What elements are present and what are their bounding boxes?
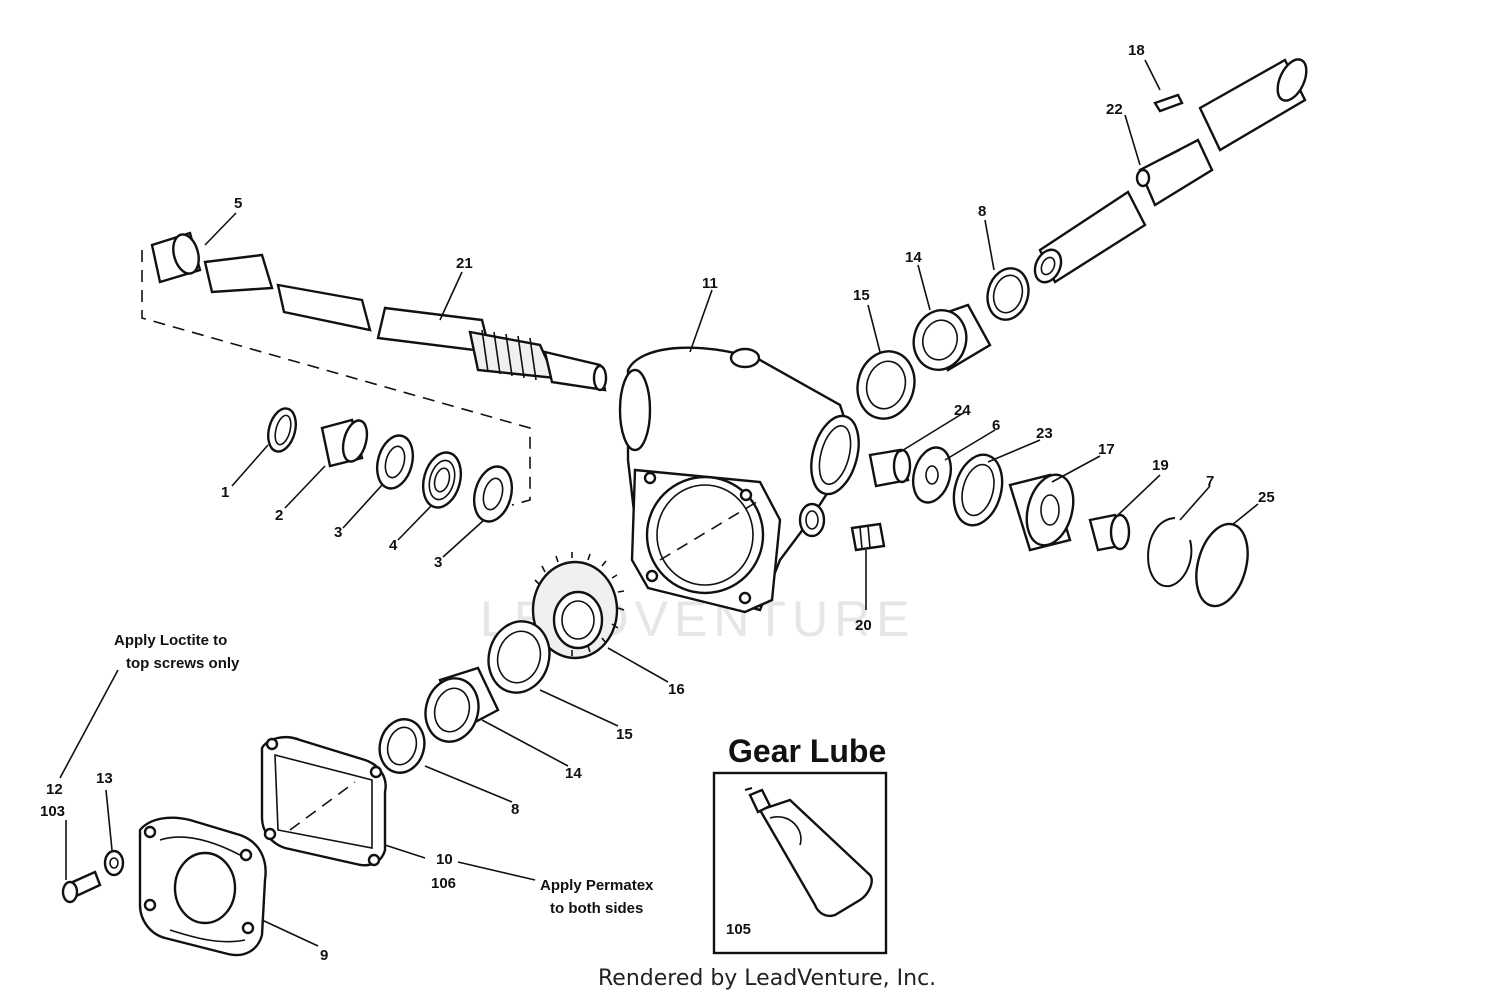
- part-14-bearing-lower: [424, 666, 500, 743]
- part-6-washer: [911, 446, 953, 504]
- part-14-bearing-upper: [912, 303, 992, 372]
- part-16-gear: [531, 552, 625, 660]
- part-5-bushing: [150, 231, 202, 284]
- callout-17: 17: [1098, 441, 1115, 458]
- part-12-screw: [61, 870, 102, 904]
- part-15-washer-upper: [856, 350, 916, 420]
- callout-24: 24: [954, 402, 971, 419]
- part-3-washer-lower: [472, 465, 514, 523]
- part-11-gear-housing: [618, 346, 860, 614]
- part-9-cover-plate: [138, 816, 267, 957]
- callout-labels: 5 21 11 15 14 8 18 22 1 2 3 4 3 24 6 23 …: [40, 42, 1275, 964]
- callout-16: 16: [668, 681, 685, 698]
- gear-lube-part-number: 105: [726, 921, 751, 938]
- callout-19: 19: [1152, 457, 1169, 474]
- callout-3-upper: 3: [334, 524, 342, 541]
- callout-106: 106: [431, 875, 456, 892]
- part-13-washer: [103, 849, 125, 877]
- part-8-seal-upper: [986, 267, 1030, 321]
- callout-8-upper: 8: [978, 203, 986, 220]
- callout-15-lower: 15: [616, 726, 633, 743]
- callout-7: 7: [1206, 473, 1214, 490]
- part-10-gasket: [260, 736, 387, 867]
- part-1-seal: [267, 407, 297, 453]
- part-17-hub: [1008, 473, 1075, 552]
- gear-lube-panel: Gear Lube 105: [712, 733, 888, 955]
- part-3-washer-upper: [375, 434, 415, 490]
- part-22-key-shaft: [1135, 138, 1214, 207]
- gear-lube-title: Gear Lube: [728, 733, 886, 769]
- callout-21: 21: [456, 255, 473, 272]
- part-25-o-ring: [1195, 522, 1249, 608]
- callout-20: 20: [855, 617, 872, 634]
- part-21-worm-gear: [468, 329, 608, 392]
- callout-9: 9: [320, 947, 328, 964]
- callout-2: 2: [275, 507, 283, 524]
- part-2-bearing: [320, 418, 369, 468]
- loctite-note-line2: top screws only: [126, 655, 240, 672]
- part-7-snap-ring: [1147, 517, 1193, 588]
- part-8-seal-lower: [378, 718, 426, 774]
- part-24-bushing: [868, 448, 912, 488]
- callout-8-lower: 8: [511, 801, 519, 818]
- drive-shaft-assembly: [141, 231, 608, 506]
- callout-14-lower: 14: [565, 765, 582, 782]
- callout-5: 5: [234, 195, 242, 212]
- leader-lines: [59, 59, 1259, 947]
- callout-11: 11: [702, 275, 718, 292]
- callout-25: 25: [1258, 489, 1275, 506]
- loctite-note-line1: Apply Loctite to: [114, 632, 227, 649]
- part-18-key: [1153, 93, 1184, 113]
- assembly-notes: Apply Loctite to top screws only Apply P…: [114, 632, 654, 917]
- callout-3-lower: 3: [434, 554, 442, 571]
- callout-14-upper: 14: [905, 249, 922, 266]
- callout-13: 13: [96, 770, 113, 787]
- callout-1: 1: [221, 484, 229, 501]
- upper-tube-shaft: [1033, 190, 1147, 284]
- callout-23: 23: [1036, 425, 1053, 442]
- callout-4: 4: [389, 537, 398, 554]
- callout-22: 22: [1106, 101, 1123, 118]
- callout-6: 6: [992, 417, 1000, 434]
- lube-tube-icon: [744, 787, 873, 918]
- callout-15-upper: 15: [853, 287, 870, 304]
- part-15-washer-lower: [487, 620, 551, 694]
- part-23-spacer: [952, 453, 1004, 527]
- part-20-fitting: [850, 522, 886, 552]
- part-19-bearing: [1088, 513, 1131, 552]
- callout-18: 18: [1128, 42, 1145, 59]
- callout-12: 12: [46, 781, 63, 798]
- footer-credit: Rendered by LeadVenture, Inc.: [598, 966, 936, 991]
- upper-tube-end: [1198, 58, 1308, 152]
- permatex-note-line2: to both sides: [550, 900, 643, 917]
- part-4-thrust-bearing: [421, 451, 463, 509]
- permatex-note-line1: Apply Permatex: [540, 877, 654, 894]
- callout-103: 103: [40, 803, 65, 820]
- callout-10: 10: [436, 851, 453, 868]
